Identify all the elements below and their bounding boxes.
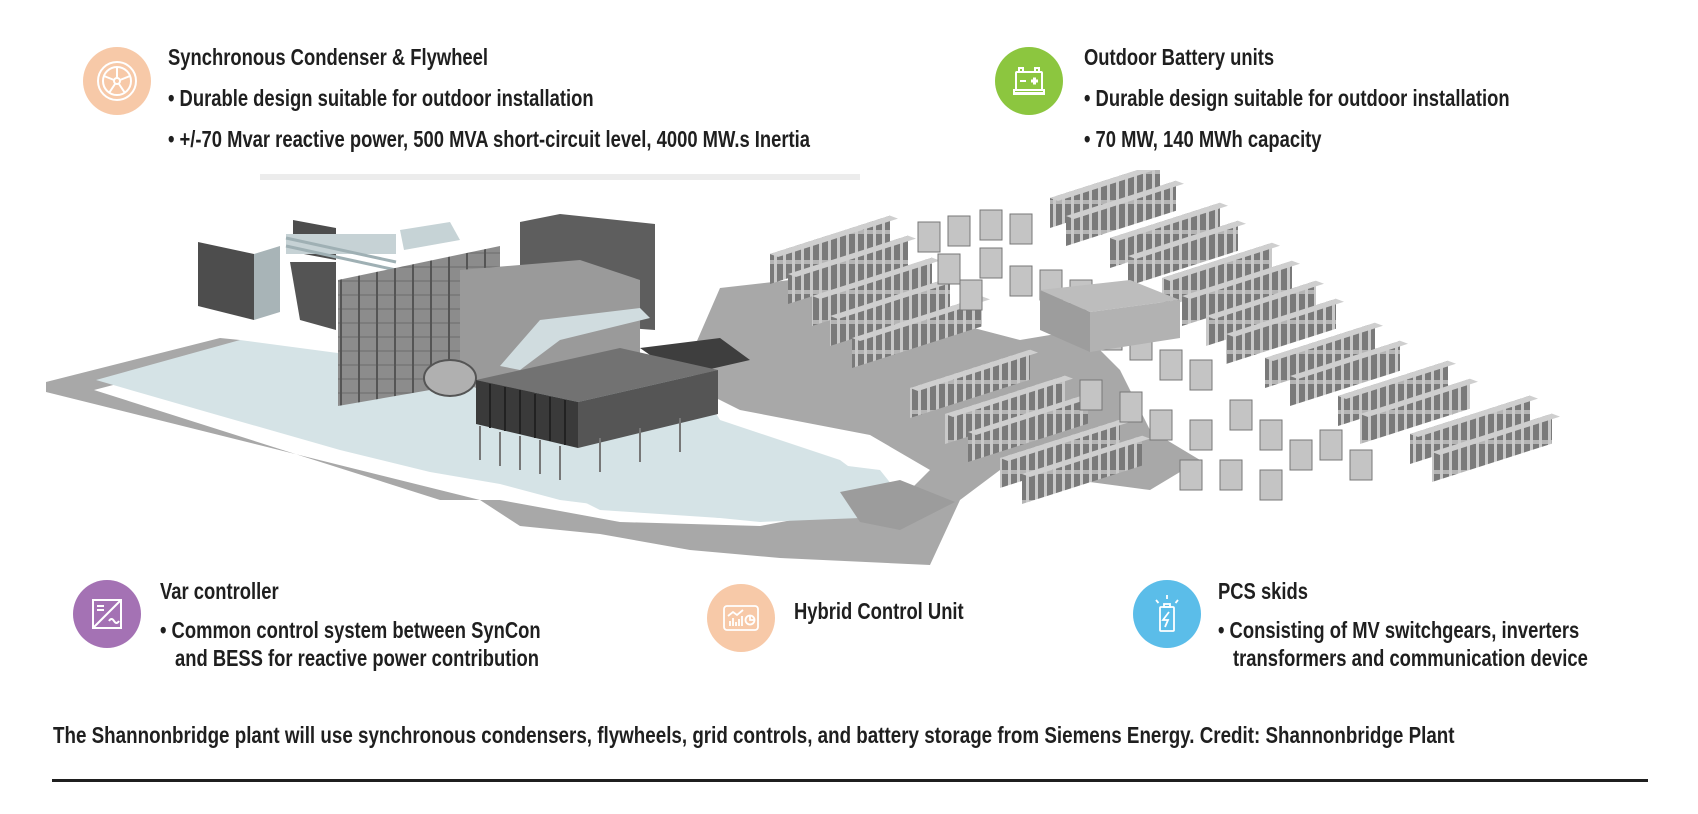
pcs-skid [1259, 469, 1283, 501]
pcs-skid [1189, 419, 1213, 451]
pcs-bullet-line-2: transformers and communication device [1233, 645, 1588, 671]
annex-wall-1-side [254, 246, 280, 320]
battery-icon [1013, 67, 1045, 95]
battery-rack-row [1265, 322, 1383, 388]
dashboard-icon [723, 605, 759, 631]
battery-rack-row [1290, 340, 1408, 406]
battery-bullet-2: • 70 MW, 140 MWh capacity [1084, 126, 1322, 152]
var-controller-bullet-line-2: and BESS for reactive power contribution [175, 645, 539, 671]
pcs-skid [1159, 349, 1183, 381]
air-duct [500, 308, 650, 370]
horizon-haze [260, 174, 860, 180]
charging-battery-icon [1155, 595, 1179, 632]
var-controller-icon-circle [73, 580, 141, 648]
pcs-skid [1349, 449, 1373, 481]
battery-rack-row [1162, 242, 1280, 308]
pcs-skid [947, 215, 971, 247]
main-hall-top [400, 222, 460, 250]
converter-icon [92, 599, 122, 629]
pcs-skid [1149, 409, 1173, 441]
syncon-bullet-1: • Durable design suitable for outdoor in… [168, 85, 594, 111]
pcs-title: PCS skids [1218, 578, 1308, 604]
pcs-skid [979, 209, 1003, 241]
var-controller-bullet-line-1: • Common control system between SynCon [160, 617, 541, 643]
annex-wall-1 [198, 242, 254, 320]
pcs-skid [1009, 213, 1033, 245]
battery-rack-row [910, 349, 1038, 418]
pcs-skid [1219, 459, 1243, 491]
pcs-icon-circle [1133, 580, 1201, 648]
battery-rack-row [1128, 220, 1246, 286]
ground-left-lower [430, 430, 900, 518]
battery-rack-row [1410, 395, 1538, 464]
condenser-machine [423, 359, 477, 397]
battery-bullet-1: • Durable design suitable for outdoor in… [1084, 85, 1510, 111]
pcs-skid [1189, 359, 1213, 391]
battery-rack-row [1226, 298, 1344, 364]
annex-wall-3 [290, 262, 336, 330]
battery-rack-row [1066, 180, 1184, 246]
flywheel-hall-side [578, 370, 718, 448]
flywheel-hall-doors [489, 384, 566, 445]
pcs-skid [959, 279, 983, 311]
battery-rack-row [1182, 260, 1300, 326]
pcs-skid [1009, 265, 1033, 297]
parking-pad [840, 480, 955, 530]
syncon-bullet-2: • +/-70 Mvar reactive power, 500 MVA sho… [168, 126, 811, 152]
pcs-house-roof [1040, 280, 1180, 312]
pcs-skid [1229, 399, 1253, 431]
battery-rack-row [1338, 360, 1456, 426]
pcs-house-front [1040, 290, 1090, 352]
figure-caption: The Shannonbridge plant will use synchro… [53, 722, 1455, 748]
battery-rack-row [770, 215, 898, 284]
pcs-skid [1289, 439, 1313, 471]
pcs-skid [1319, 429, 1343, 461]
flywheel-hall-roof [476, 348, 718, 402]
site-illustration [46, 170, 1560, 565]
pcs-skid [1119, 391, 1143, 423]
pcs-skid [1079, 379, 1103, 411]
pcs-bullet-line-1: • Consisting of MV switchgears, inverter… [1218, 617, 1580, 643]
battery-rack-row [1000, 419, 1128, 488]
flywheel-hall-front [476, 380, 578, 448]
flywheel-icon [97, 61, 137, 101]
pcs-skid [937, 253, 961, 285]
hybrid-icon-circle [707, 584, 775, 652]
flywheel-hall-pillars [479, 418, 681, 480]
battery-rack-row [852, 296, 990, 368]
pcs-skid [979, 247, 1003, 279]
syncon-title: Synchronous Condenser & Flywheel [168, 44, 489, 70]
battery-rack-row [1022, 435, 1150, 504]
pcs-skid [1179, 459, 1203, 491]
battery-rack-row [1206, 280, 1324, 346]
hybrid-title: Hybrid Control Unit [794, 598, 964, 624]
var-controller-title: Var controller [160, 578, 279, 604]
battery-rack-row [830, 277, 958, 346]
pcs-skid [917, 221, 941, 253]
battery-rack-row [945, 375, 1073, 444]
battery-rack-row [1110, 202, 1228, 268]
battery-rack-row [812, 257, 940, 326]
caption-divider [52, 779, 1648, 782]
pipe-rack [286, 234, 396, 254]
pcs-skid [1259, 419, 1283, 451]
syncon-icon-circle [83, 47, 151, 115]
battery-rack-row [788, 235, 916, 304]
battery-rack-row [1360, 378, 1478, 444]
battery-rack-row [1432, 413, 1560, 482]
battery-rack-row [968, 393, 1096, 462]
pcs-house-side [1090, 300, 1180, 352]
battery-title: Outdoor Battery units [1084, 44, 1275, 70]
battery-icon-circle [995, 47, 1063, 115]
